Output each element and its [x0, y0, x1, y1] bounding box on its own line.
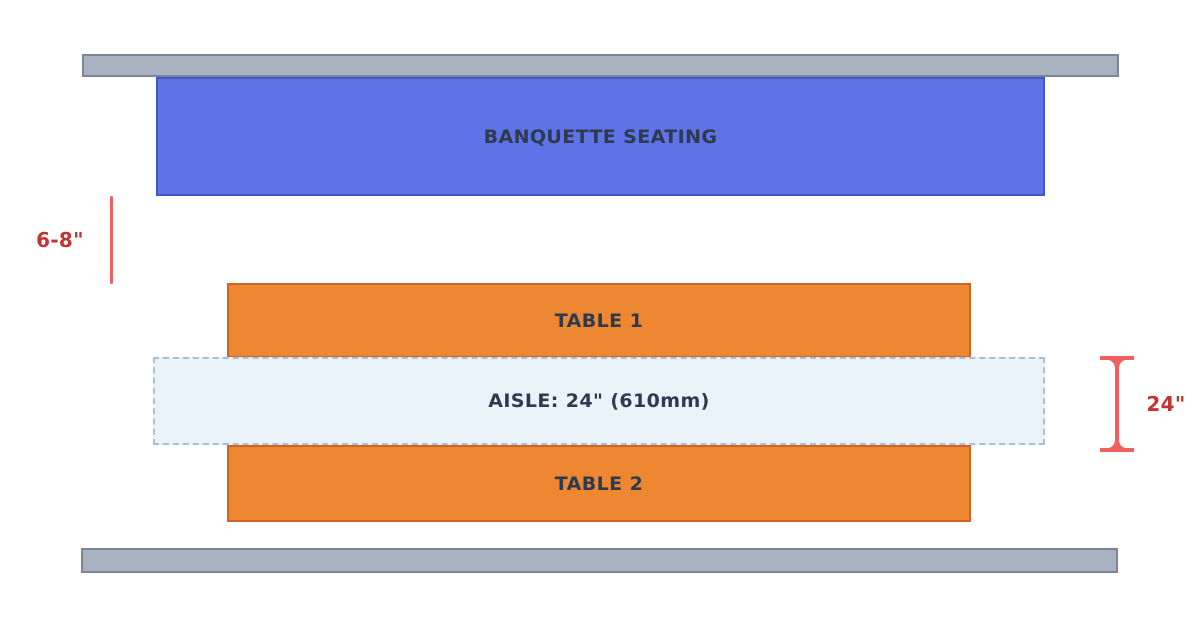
table-1-label: TABLE 1: [554, 309, 644, 332]
table-1-block: TABLE 1: [227, 283, 971, 358]
right-dimension-label: 24": [1146, 392, 1186, 416]
ibeam-path: [1100, 356, 1134, 452]
table-2-block: TABLE 2: [227, 445, 971, 522]
right-dimension-ibeam-icon: [1100, 356, 1134, 452]
aisle-label: AISLE: 24" (610mm): [488, 390, 710, 412]
bottom-wall: [81, 548, 1118, 573]
table-2-label: TABLE 2: [554, 472, 644, 495]
banquette-seating-label: BANQUETTE SEATING: [483, 125, 718, 148]
left-dimension-label: 6-8": [36, 228, 84, 252]
banquette-seating-block: BANQUETTE SEATING: [156, 77, 1045, 196]
aisle-clearance-zone: AISLE: 24" (610mm): [153, 357, 1045, 445]
left-dimension-line: [110, 196, 113, 284]
top-wall: [82, 54, 1119, 77]
